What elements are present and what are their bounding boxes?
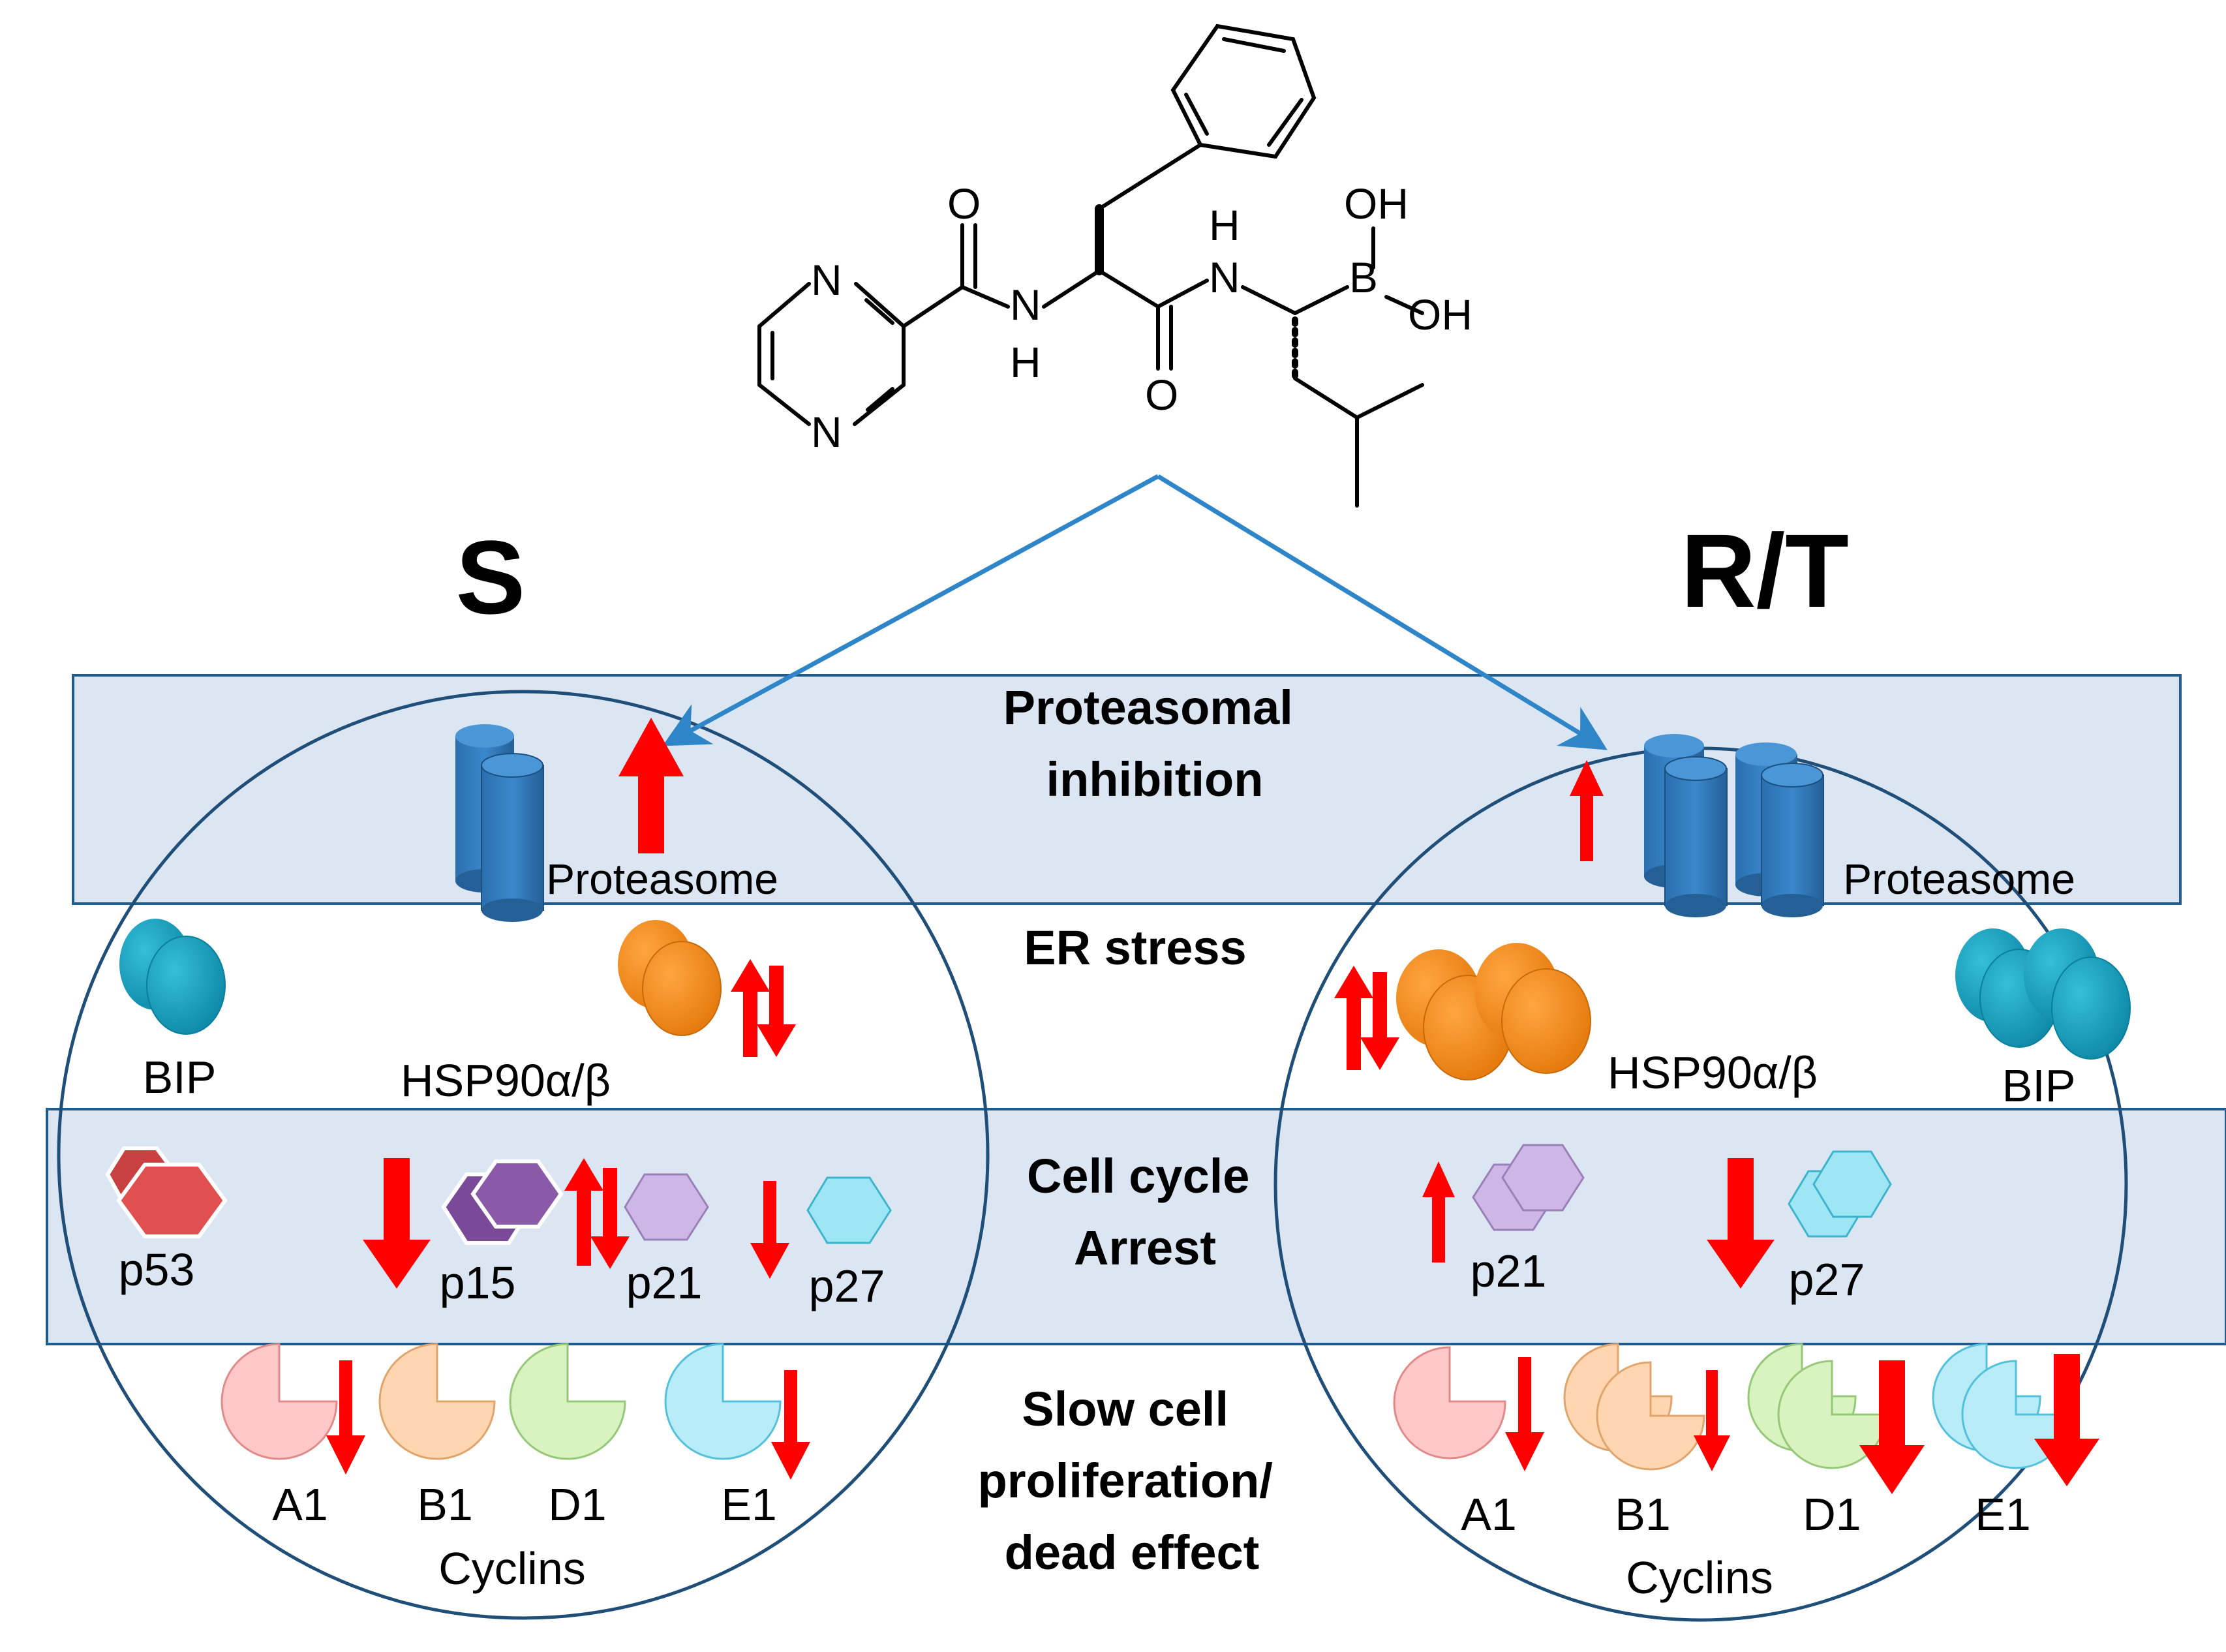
cyclin-d1-icon-left [509, 1343, 626, 1460]
band-label-cell-cycle: Cell cycle Arrest [1027, 1149, 1263, 1275]
bortezomib-structure [757, 23, 1424, 508]
atom-h-amide2: H [1209, 201, 1240, 249]
p21-hexagon-icon-right [1472, 1144, 1585, 1231]
p15-hexagon-icon [441, 1159, 564, 1245]
atom-o-amide1: O [947, 179, 981, 228]
band-label-proteasomal: Proteasomal inhibition [1003, 681, 1307, 806]
label-cyclin-e1-left: E1 [721, 1479, 777, 1530]
label-cyclin-a1-right: A1 [1461, 1489, 1517, 1540]
bip-icon-left [119, 919, 226, 1035]
atom-oh-right: OH [1408, 290, 1472, 339]
label-rt: R/T [1681, 512, 1849, 629]
down-arrow-large-p27-right [1707, 1158, 1775, 1289]
up-arrow-small-proteasome-right [1570, 760, 1604, 861]
proteasome-icon-left [455, 724, 544, 922]
atom-boron: B [1349, 253, 1378, 301]
label-p15: p15 [440, 1257, 516, 1308]
p27-hexagon-icon-right [1788, 1150, 1892, 1238]
cyclin-b1-icon-right [1563, 1343, 1705, 1471]
label-p27-right: p27 [1789, 1254, 1865, 1305]
down-arrow-cyclin-e1-left [771, 1370, 810, 1480]
down-arrow-large-cyclin-e1-right [2034, 1354, 2099, 1486]
label-p27-left: p27 [809, 1261, 885, 1311]
label-cyclin-d1-right: D1 [1803, 1489, 1861, 1540]
band-label-proteasomal-1: Proteasomal [1003, 681, 1293, 735]
p53-hexagon-icon [105, 1146, 228, 1238]
band-label-proliferation-1: Slow cell [1022, 1382, 1228, 1436]
cyclin-a1-icon-right [1393, 1346, 1506, 1460]
cyclin-e1-icon-left [664, 1343, 782, 1460]
band-label-cell-cycle-1: Cell cycle [1027, 1149, 1249, 1203]
band-label-proliferation: Slow cell proliferation/ dead effect [978, 1382, 1287, 1580]
label-p53: p53 [119, 1244, 195, 1295]
label-hsp90-right: HSP90α/β [1608, 1047, 1818, 1098]
proteasome-icon-right [1644, 734, 1824, 917]
label-cyclin-b1-left: B1 [417, 1479, 473, 1530]
band-label-proteasomal-2: inhibition [1046, 752, 1264, 806]
label-bip-left: BIP [143, 1052, 217, 1103]
up-down-arrow-hsp90-right [1334, 966, 1399, 1070]
label-p21-right: p21 [1471, 1246, 1547, 1296]
up-arrow-large-proteasome-left [618, 718, 684, 853]
band-cell-cycle [46, 1108, 2226, 1345]
atom-n-amide1: N [1010, 281, 1041, 329]
down-arrow-large-p15 [363, 1158, 431, 1289]
hsp90-icon-right [1396, 943, 1591, 1080]
cyclin-a1-icon-left [221, 1343, 338, 1460]
atom-h-amide1: H [1010, 338, 1041, 386]
arrow-to-rt [1157, 474, 1608, 750]
band-label-proliferation-2: proliferation/ [978, 1454, 1273, 1508]
bip-icon-right [1955, 928, 2131, 1060]
up-arrow-small-p21-right [1422, 1161, 1455, 1262]
label-proteasome-left: Proteasome [546, 855, 778, 903]
down-arrow-small-p27-left [750, 1181, 789, 1279]
band-proteasomal [72, 674, 2182, 905]
label-proteasome-right: Proteasome [1843, 855, 2075, 903]
atom-oh-top: OH [1344, 179, 1409, 228]
label-p21-left: p21 [626, 1257, 703, 1308]
label-cyclin-e1-right: E1 [1975, 1489, 2031, 1540]
atom-n-top: N [811, 256, 842, 304]
label-bip-right: BIP [2002, 1060, 2076, 1111]
label-cyclin-d1-left: D1 [548, 1479, 606, 1530]
p21-hexagon-icon-left [624, 1173, 709, 1241]
up-down-arrow-hsp90-left [731, 959, 796, 1057]
up-down-arrow-p21-left [564, 1158, 630, 1269]
label-cyclin-b1-right: B1 [1615, 1489, 1671, 1540]
label-cyclins-right: Cyclins [1626, 1552, 1773, 1603]
down-arrow-large-cyclin-d1-right [1859, 1360, 1925, 1494]
p27-hexagon-icon-left [806, 1176, 892, 1244]
label-hsp90-left: HSP90α/β [401, 1055, 611, 1106]
molecule-atom-labels: N N O N H O H N B OH OH [811, 179, 1472, 456]
down-arrow-cyclin-a1-left [326, 1360, 365, 1475]
atom-n-amide2: N [1209, 253, 1240, 301]
band-label-cell-cycle-2: Arrest [1074, 1221, 1216, 1275]
cell-sensitive [57, 690, 990, 1620]
arrow-to-s [662, 474, 1159, 746]
label-cyclin-a1-left: A1 [272, 1479, 328, 1530]
down-arrow-cyclin-b1-right [1694, 1370, 1730, 1471]
band-label-proliferation-3: dead effect [1005, 1525, 1260, 1580]
label-s: S [456, 519, 526, 635]
band-label-er-stress: ER stress [1024, 921, 1246, 975]
down-arrow-cyclin-a1-right [1505, 1357, 1544, 1471]
cyclin-b1-icon-left [378, 1343, 496, 1460]
atom-o-amide2: O [1145, 371, 1178, 419]
label-cyclins-left: Cyclins [438, 1543, 586, 1594]
hsp90-icon-left [618, 920, 722, 1036]
atom-n-bottom: N [811, 408, 842, 456]
